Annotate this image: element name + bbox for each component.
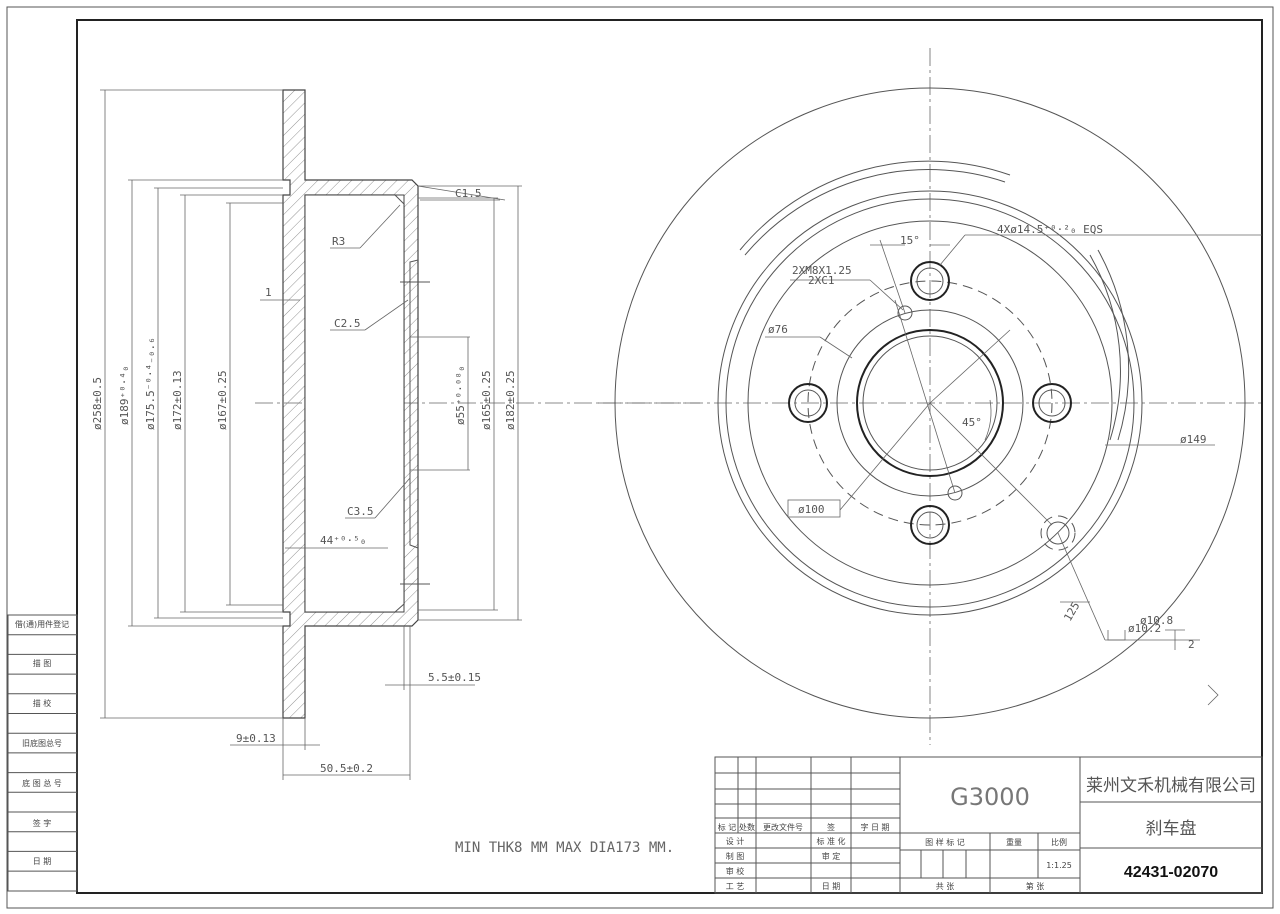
dim-172: ø172±0.13: [171, 370, 184, 430]
sign-label: 工 艺: [726, 882, 745, 891]
side-label: 日 期: [33, 857, 52, 866]
company-name: 莱州文禾机械有限公司: [1086, 776, 1256, 796]
sheet-number: 第 张: [1026, 881, 1045, 891]
sign-label: 日 期: [822, 882, 841, 891]
sign-label: 标 准 化: [816, 836, 845, 846]
outer-circle: [614, 87, 1246, 719]
label-c15: C1.5: [455, 187, 482, 200]
bolt-holes: [788, 261, 1076, 551]
sign-label: 设 计: [726, 836, 745, 846]
chamfer-callout: 2XC1: [808, 274, 835, 287]
section-view: ø258±0.5 ø189⁺⁰·⁴₀ ø175.5⁻⁰·⁴₋₀.₆ ø172±0…: [91, 89, 700, 780]
ring-149: [747, 220, 1113, 586]
dim-50-5: 50.5±0.2: [320, 762, 373, 775]
angle-45: 45°: [962, 416, 982, 429]
chamfer-label: 125: [1061, 600, 1082, 624]
dim-9: 9±0.13: [236, 732, 276, 745]
pcd-100: [807, 280, 1053, 526]
side-label: 旧底图总号: [22, 738, 62, 748]
thread-hole: [897, 305, 913, 321]
model-number: G3000: [950, 783, 1030, 811]
rev-header: 字 日 期: [860, 822, 889, 832]
side-label: 描 校: [33, 698, 52, 708]
label-1: 1: [265, 286, 272, 299]
title-block: G3000 莱州文禾机械有限公司 刹车盘 42431-02070 1:1.25 …: [714, 756, 1263, 894]
side-label: 描 图: [33, 658, 52, 668]
angle-15: 15°: [900, 234, 920, 247]
dim-149: ø149: [1180, 433, 1207, 446]
note-min-thickness: MIN THK8 MM MAX DIA173 MM.: [455, 840, 674, 856]
part-name: 刹车盘: [1146, 819, 1197, 839]
thread-callout: 2XM8X1.25: [792, 264, 852, 277]
meta-header: 图 样 标 记: [925, 837, 965, 847]
meta-header: 比例: [1051, 837, 1067, 847]
side-label: 签 字: [33, 818, 52, 828]
holes-callout: 4Xø14.5⁺⁰·²₀ EQS: [997, 223, 1103, 236]
depth-2: 2: [1188, 638, 1195, 651]
ring-182: [717, 190, 1143, 616]
dim-100: ø100: [798, 503, 825, 516]
label-r3: R3: [332, 235, 345, 248]
dim-55: ø55⁺⁰·⁰⁸₀: [454, 365, 467, 425]
dim-10-8: ø10.8: [1140, 614, 1173, 627]
center-bore: [856, 329, 1004, 477]
part-number: 42431-02070: [1124, 864, 1218, 881]
outer-border: [6, 6, 1274, 909]
label-c35: C3.5: [347, 505, 374, 518]
side-label: 借(通)用件登记: [15, 619, 69, 629]
dim-175: ø175.5⁻⁰·⁴₋₀.₆: [144, 337, 157, 430]
label-c25: C2.5: [334, 317, 361, 330]
meta-header: 重量: [1006, 837, 1022, 847]
dim-10-2: ø10.2: [1128, 622, 1161, 635]
dim-5-5: 5.5±0.15: [428, 671, 481, 684]
rev-header: 标 记: [718, 822, 737, 832]
sign-label: 制 图: [726, 851, 745, 861]
rev-header: 处数: [739, 822, 755, 832]
drawing-frame: [76, 19, 1263, 894]
dim-189: ø189⁺⁰·⁴₀: [118, 365, 131, 425]
dim-258: ø258±0.5: [91, 377, 104, 430]
dim-76: ø76: [768, 323, 788, 336]
dim-182: ø182±0.25: [504, 370, 517, 430]
scale-value: 1:1.25: [1046, 861, 1072, 870]
side-panel: 借(通)用件登记 描 图 描 校 旧底图总号 底 图 总 号 签 字 日 期: [7, 614, 78, 892]
sign-label: 审 校: [726, 866, 745, 876]
side-label: 底 图 总 号: [22, 778, 62, 788]
dim-167: ø167±0.25: [216, 370, 229, 430]
rev-header: 签: [827, 822, 835, 832]
rev-header: 更改文件号: [763, 822, 803, 832]
thread-hole: [947, 485, 963, 501]
front-view: 15° 4Xø14.5⁺⁰·²₀ EQS 2XM8X1.25 2XC1 ø76 …: [598, 48, 1262, 745]
hub-76: [836, 309, 1024, 497]
sign-label: 审 定: [822, 851, 841, 861]
dim-165: ø165±0.25: [480, 370, 493, 430]
dim-44: 44⁺⁰·⁵₀: [320, 534, 366, 547]
sheet-total: 共 张: [936, 882, 955, 891]
